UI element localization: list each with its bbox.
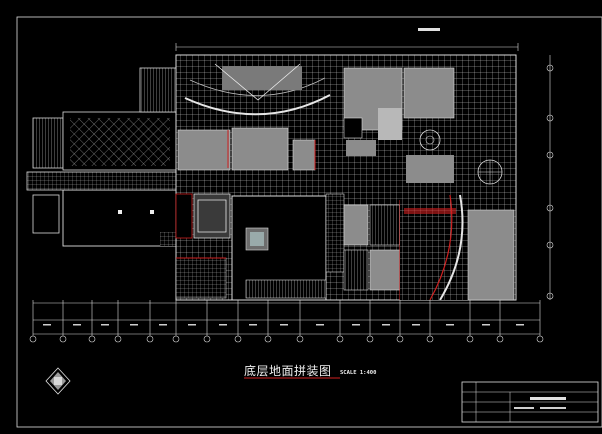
drawing-frame <box>16 16 602 428</box>
top-dimension-line <box>175 28 519 51</box>
compass-diamond-icon <box>45 367 71 395</box>
drawing-title: 底层地面拼装图 <box>244 364 332 378</box>
bottom-grid-axis <box>29 300 544 343</box>
title-block <box>461 381 599 423</box>
drawing-scale: SCALE 1:400 <box>340 370 377 376</box>
right-grid-axis <box>546 55 554 300</box>
main-building <box>175 54 517 301</box>
left-wing <box>32 67 177 247</box>
